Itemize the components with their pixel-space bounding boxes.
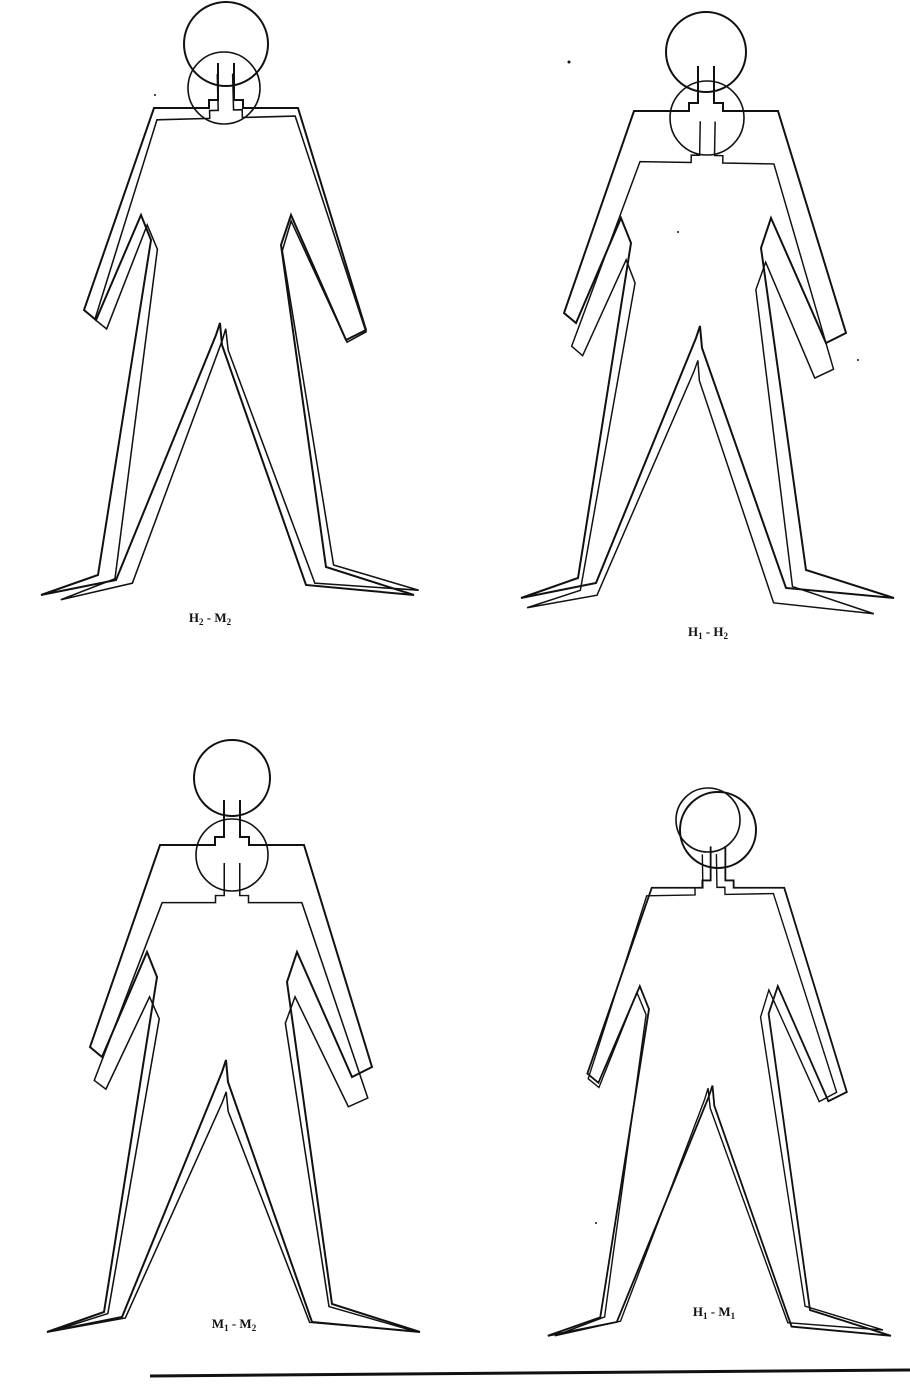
silhouette-outline-secondary	[53, 819, 415, 1331]
silhouette-outline-secondary	[47, 52, 418, 600]
silhouette-outline-secondary	[547, 788, 883, 1336]
panel-top-right: H1 - H2	[521, 12, 894, 641]
page-bottom-rule	[150, 1370, 910, 1376]
panel-caption: M1 - M2	[212, 1316, 257, 1333]
panel-bottom-right: H1 - M1	[547, 788, 891, 1336]
panel-top-left: H2 - M2	[41, 2, 419, 627]
panel-caption: H1 - M1	[693, 1304, 736, 1321]
panel-caption: H1 - H2	[688, 624, 729, 641]
silhouette-outline-secondary	[527, 81, 882, 614]
scan-specks	[154, 61, 859, 1225]
silhouette-outline-primary	[47, 740, 420, 1332]
silhouette-outline-primary	[41, 2, 414, 595]
silhouette-outline-primary	[548, 792, 891, 1336]
panel-caption: H2 - M2	[189, 610, 232, 627]
silhouette-outline-primary	[521, 12, 894, 598]
panel-bottom-left: M1 - M2	[47, 740, 420, 1333]
